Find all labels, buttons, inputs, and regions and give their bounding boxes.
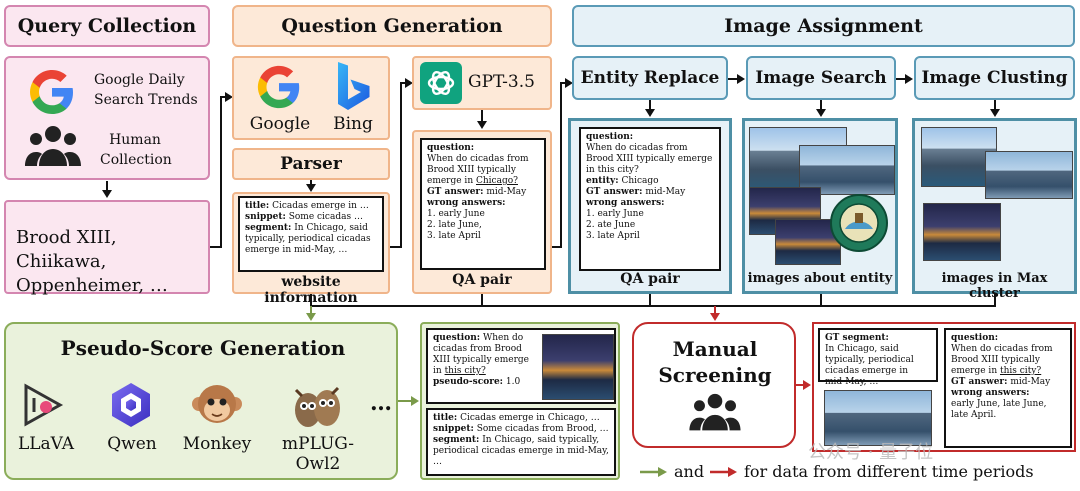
google-logo-icon (30, 70, 73, 114)
legend: and for data from different time periods (640, 462, 1076, 484)
query-examples-box: Brood XIII, Chiikawa, Oppenheimer, … (4, 200, 210, 296)
city-photo (923, 203, 1001, 261)
entity-replace-header: Entity Replace (572, 56, 728, 100)
people-group-icon (25, 126, 81, 166)
google-trends-label: Google Daily Search Trends (94, 72, 198, 108)
pseudo-question-panel: question: When do cicadas from Brood XII… (426, 328, 616, 404)
pseudo-website-panel: title: Cicadas emerge in Chicago, … snip… (426, 408, 616, 476)
query-collection-header: Query Collection (4, 5, 210, 47)
image-search-box: images about entity (742, 118, 898, 294)
mplug-owl-logo-icon (294, 386, 340, 427)
city-seal-icon (830, 194, 888, 252)
city-photo (542, 334, 614, 400)
image-search-header: Image Search (746, 56, 896, 100)
entity-replace-panel: question: When do cicadas from Brood XII… (579, 127, 721, 271)
model-label-mplug-owl2: mPLUG-Owl2 (282, 434, 354, 474)
city-photo (799, 145, 895, 195)
human-collection-label: Human Collection (100, 132, 172, 168)
query-source-box: Google Daily Search Trends Human Collect… (4, 56, 210, 180)
red-arrow-icon (710, 467, 737, 477)
manual-qa-panel: question: When do cicadas from Brood XII… (944, 328, 1072, 448)
bing-label: Bing (333, 114, 373, 134)
legend-and: and (674, 462, 705, 481)
manual-screening-title: Manual Screening (658, 337, 772, 387)
model-label-llava: LLaVA (17, 434, 75, 454)
images-in-max-cluster-label: images in Max cluster (941, 271, 1048, 301)
pseudo-sample-box: question: When do cicadas from Brood XII… (420, 322, 620, 480)
manual-result-box: GT segment: In Chicago, said typically, … (812, 322, 1076, 452)
qa-pair-label: QA pair (452, 272, 512, 288)
qa-pair-box: question: When do cicadas from Brood XII… (412, 130, 552, 294)
google-label: Google (249, 114, 311, 134)
legend-text: for data from different time periods (744, 462, 1034, 481)
image-clusting-box: images in Max cluster (912, 118, 1077, 301)
monkey-logo-icon (192, 385, 242, 423)
website-info-box: title: Cicadas emerge in … snippet: Some… (232, 192, 390, 306)
images-about-entity-label: images about entity (747, 271, 893, 286)
search-engines-box: Google Bing (232, 56, 390, 140)
watermark: 公众号 · 量子位 (808, 442, 934, 463)
llava-logo-icon (24, 383, 64, 427)
image-clusting-header: Image Clusting (914, 56, 1075, 100)
model-label-monkey: Monkey (182, 434, 252, 454)
qa-pair-panel: question: When do cicadas from Brood XII… (420, 138, 546, 270)
manual-screening-box: Manual Screening (632, 322, 796, 448)
image-assignment-header: Image Assignment (572, 5, 1075, 47)
bing-logo-icon (338, 62, 370, 110)
city-photo (775, 219, 841, 265)
entity-replace-box: question: When do cicadas from Brood XII… (568, 118, 732, 294)
qa-pair-label-2: QA pair (620, 271, 680, 287)
gt-segment-panel: GT segment: In Chicago, said typically, … (818, 328, 938, 387)
pseudo-score-box: Pseudo-Score Generation LLaVA Qwen Monke… (4, 322, 398, 480)
city-photo (824, 390, 932, 446)
city-photo (985, 151, 1073, 199)
green-arrow-icon (640, 467, 667, 477)
question-generation-header: Question Generation (232, 5, 552, 47)
more-models-ellipsis: … (370, 390, 392, 416)
google-logo-icon (257, 65, 300, 109)
gpt-box: GPT-3.5 (412, 56, 552, 110)
model-label-qwen: Qwen (107, 434, 157, 454)
query-examples-text: Brood XIII, Chiikawa, Oppenheimer, … (16, 227, 168, 296)
openai-logo-icon (420, 62, 462, 104)
pseudo-score-title: Pseudo-Score Generation (60, 336, 346, 360)
people-group-icon (689, 393, 741, 431)
qwen-logo-icon (112, 383, 150, 427)
website-info-panel: title: Cicadas emerge in … snippet: Some… (238, 196, 384, 272)
city-photo (921, 127, 997, 187)
gpt-label: GPT-3.5 (468, 72, 535, 92)
parser-label: Parser (232, 148, 390, 180)
